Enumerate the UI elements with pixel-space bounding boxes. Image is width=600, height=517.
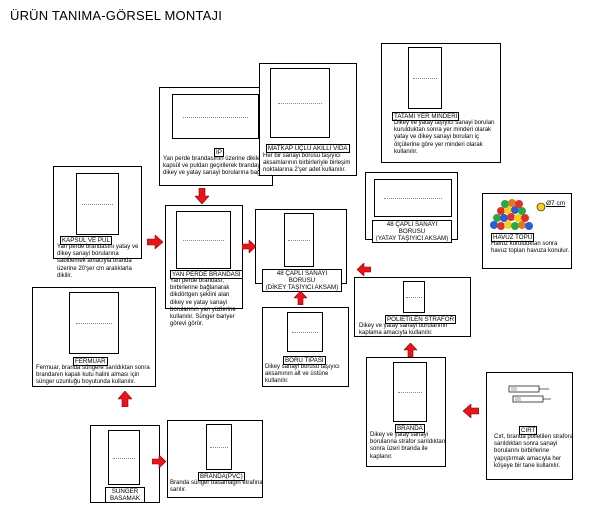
sunger-label: SÜNGER BASAMAK [105, 487, 145, 503]
single-ball-icon [536, 202, 546, 212]
polietilen-photo [403, 281, 425, 313]
page-title: ÜRÜN TANIMA-GÖRSEL MONTAJI [10, 8, 223, 23]
left-arrow-icon [357, 263, 371, 276]
matkap-photo [270, 68, 330, 138]
pool-balls-icon [490, 199, 533, 230]
node-sunger: SÜNGER BASAMAK [90, 425, 160, 503]
havuz-label: HAVUZ TOPU [491, 233, 535, 242]
ip-desc: Yan perde brandasının üzerine dikilen ka… [163, 156, 269, 177]
matkap-label: MATKAP UÇLU AKILLI VİDA [266, 144, 350, 153]
left-arrow-icon [463, 404, 479, 418]
branda-label: BRANDA [395, 424, 425, 433]
sunger-label-line1: SÜNGER [111, 488, 139, 495]
node-matkap: MATKAP UÇLU AKILLI VİDA Her bir sanayi b… [259, 63, 357, 176]
node-tatami: TATAMİ YER MİNDERİ Dikey ve yatay taşıyı… [381, 43, 501, 163]
node-boru: BORU TIPASI Dikey sanayi borusu taşıyıcı… [262, 307, 349, 387]
cirt-desc: Cırt, branda polietilen strafora sarıldı… [494, 434, 574, 469]
right-arrow-icon [147, 235, 163, 249]
branda-photo [393, 362, 427, 422]
kapsul-label: KAPSÜL VE PUL [60, 236, 112, 245]
fermuar-label: FERMUAR [73, 357, 108, 366]
dikey48-label: 48 ÇAPLI SANAYİ BORUSU (DİKEY TAŞIYICI A… [262, 269, 342, 292]
node-fermuar: FERMUAR Fermuar, branda süngere sarıldık… [32, 287, 156, 387]
up-arrow-icon [294, 291, 307, 305]
havuz-desc: Havuz kurulduktan sonra havuz topları ha… [491, 241, 570, 255]
brandapvc-label: BRANDA(PVC) [198, 472, 245, 481]
node-kapsul: KAPSÜL VE PUL Yan perde brandasını yatay… [53, 166, 142, 279]
fermuar-photo [69, 292, 119, 354]
dikey48-label-line1: 48 ÇAPLI SANAYİ BORUSU [276, 270, 328, 284]
right-arrow-icon [242, 240, 256, 253]
branda-desc: Dikey ve yatay sanayi borularına strafor… [370, 432, 446, 460]
velcro-icon [508, 385, 551, 403]
cirt-label: CIRT [519, 426, 538, 435]
node-branda: BRANDA Dikey ve yatay sanayi borularına … [366, 357, 446, 467]
sunger-label-line2: BASAMAK [110, 495, 140, 502]
ip-label: İP [214, 148, 224, 157]
boru-photo [287, 312, 323, 352]
brandapvc-photo [206, 424, 232, 470]
havuz-dimension: Ø7 cm [546, 200, 566, 207]
fermuar-desc: Fermuar, branda süngere sarıldıktan sonr… [36, 365, 150, 386]
sunger-photo [108, 430, 140, 485]
down-arrow-icon [195, 188, 209, 204]
node-brandapvc: BRANDA(PVC) Branda sünger basamağın etra… [167, 420, 263, 498]
tatami-photo [408, 47, 442, 109]
up-arrow-icon [404, 343, 417, 357]
dikey48-label-line2: (DİKEY TAŞIYICI AKSAM) [265, 284, 339, 291]
boru-label: BORU TIPASI [283, 356, 326, 365]
brandapvc-desc: Branda sünger basamağın etrafına sarılır… [170, 480, 263, 494]
node-ip: İP Yan perde brandasının üzerine dikilen… [159, 87, 273, 186]
node-yanperde: YAN PERDE BRANDASI Yan perde brandası; b… [165, 205, 243, 327]
node-havuz: Ø7 cm HAVUZ TOPU Havuz kurulduktan sonra… [482, 193, 572, 269]
boru-desc: Dikey sanayi borusu taşıyıcı aksamının a… [265, 364, 340, 385]
right-arrow-icon [152, 455, 166, 468]
kapsul-photo [76, 173, 119, 235]
yanperde-label: YAN PERDE BRANDASI [170, 270, 243, 279]
node-cirt: CIRT Cırt, branda polietilen strafora sa… [486, 372, 573, 480]
yatay48-photo [374, 179, 452, 217]
cirt-photo [505, 378, 555, 423]
tatami-label: TATAMİ YER MİNDERİ [392, 112, 460, 121]
yatay48-label-line1: 48 ÇAPLI SANAYİ BORUSU [386, 221, 438, 235]
ip-photo [172, 94, 259, 139]
node-dikey48: 48 ÇAPLI SANAYİ BORUSU (DİKEY TAŞIYICI A… [255, 209, 347, 292]
kapsul-desc: Yan perde brandasını yatay ve dikey sana… [57, 244, 139, 279]
dikey48-photo [284, 213, 314, 267]
matkap-desc: Her bir sanayi borusu taşıyıcı aksamları… [263, 153, 351, 174]
havuz-photo [489, 199, 535, 231]
yanperde-photo [176, 211, 231, 269]
node-yatay48: 48 ÇAPLI SANAYİ BORUSU (YATAY TAŞIYICI A… [365, 172, 458, 243]
polietilen-label: POLİETİLEN STRAFOR [385, 315, 457, 324]
yanperde-desc: Yan perde brandası; birbirlerine bağlana… [170, 278, 236, 328]
up-arrow-icon [118, 391, 132, 407]
tatami-desc: Dikey ve yatay taşıyıcı sanayi boruları … [394, 120, 495, 155]
node-polietilen: POLİETİLEN STRAFOR Dikey ve yatay sanayi… [354, 277, 471, 337]
polietilen-desc: Dikey ve yatay sanayi borularının kaplam… [359, 323, 448, 337]
yatay48-label: 48 ÇAPLI SANAYİ BORUSU (YATAY TAŞIYICI A… [372, 220, 452, 243]
yatay48-label-line2: (YATAY TAŞIYICI AKSAM) [375, 235, 449, 242]
